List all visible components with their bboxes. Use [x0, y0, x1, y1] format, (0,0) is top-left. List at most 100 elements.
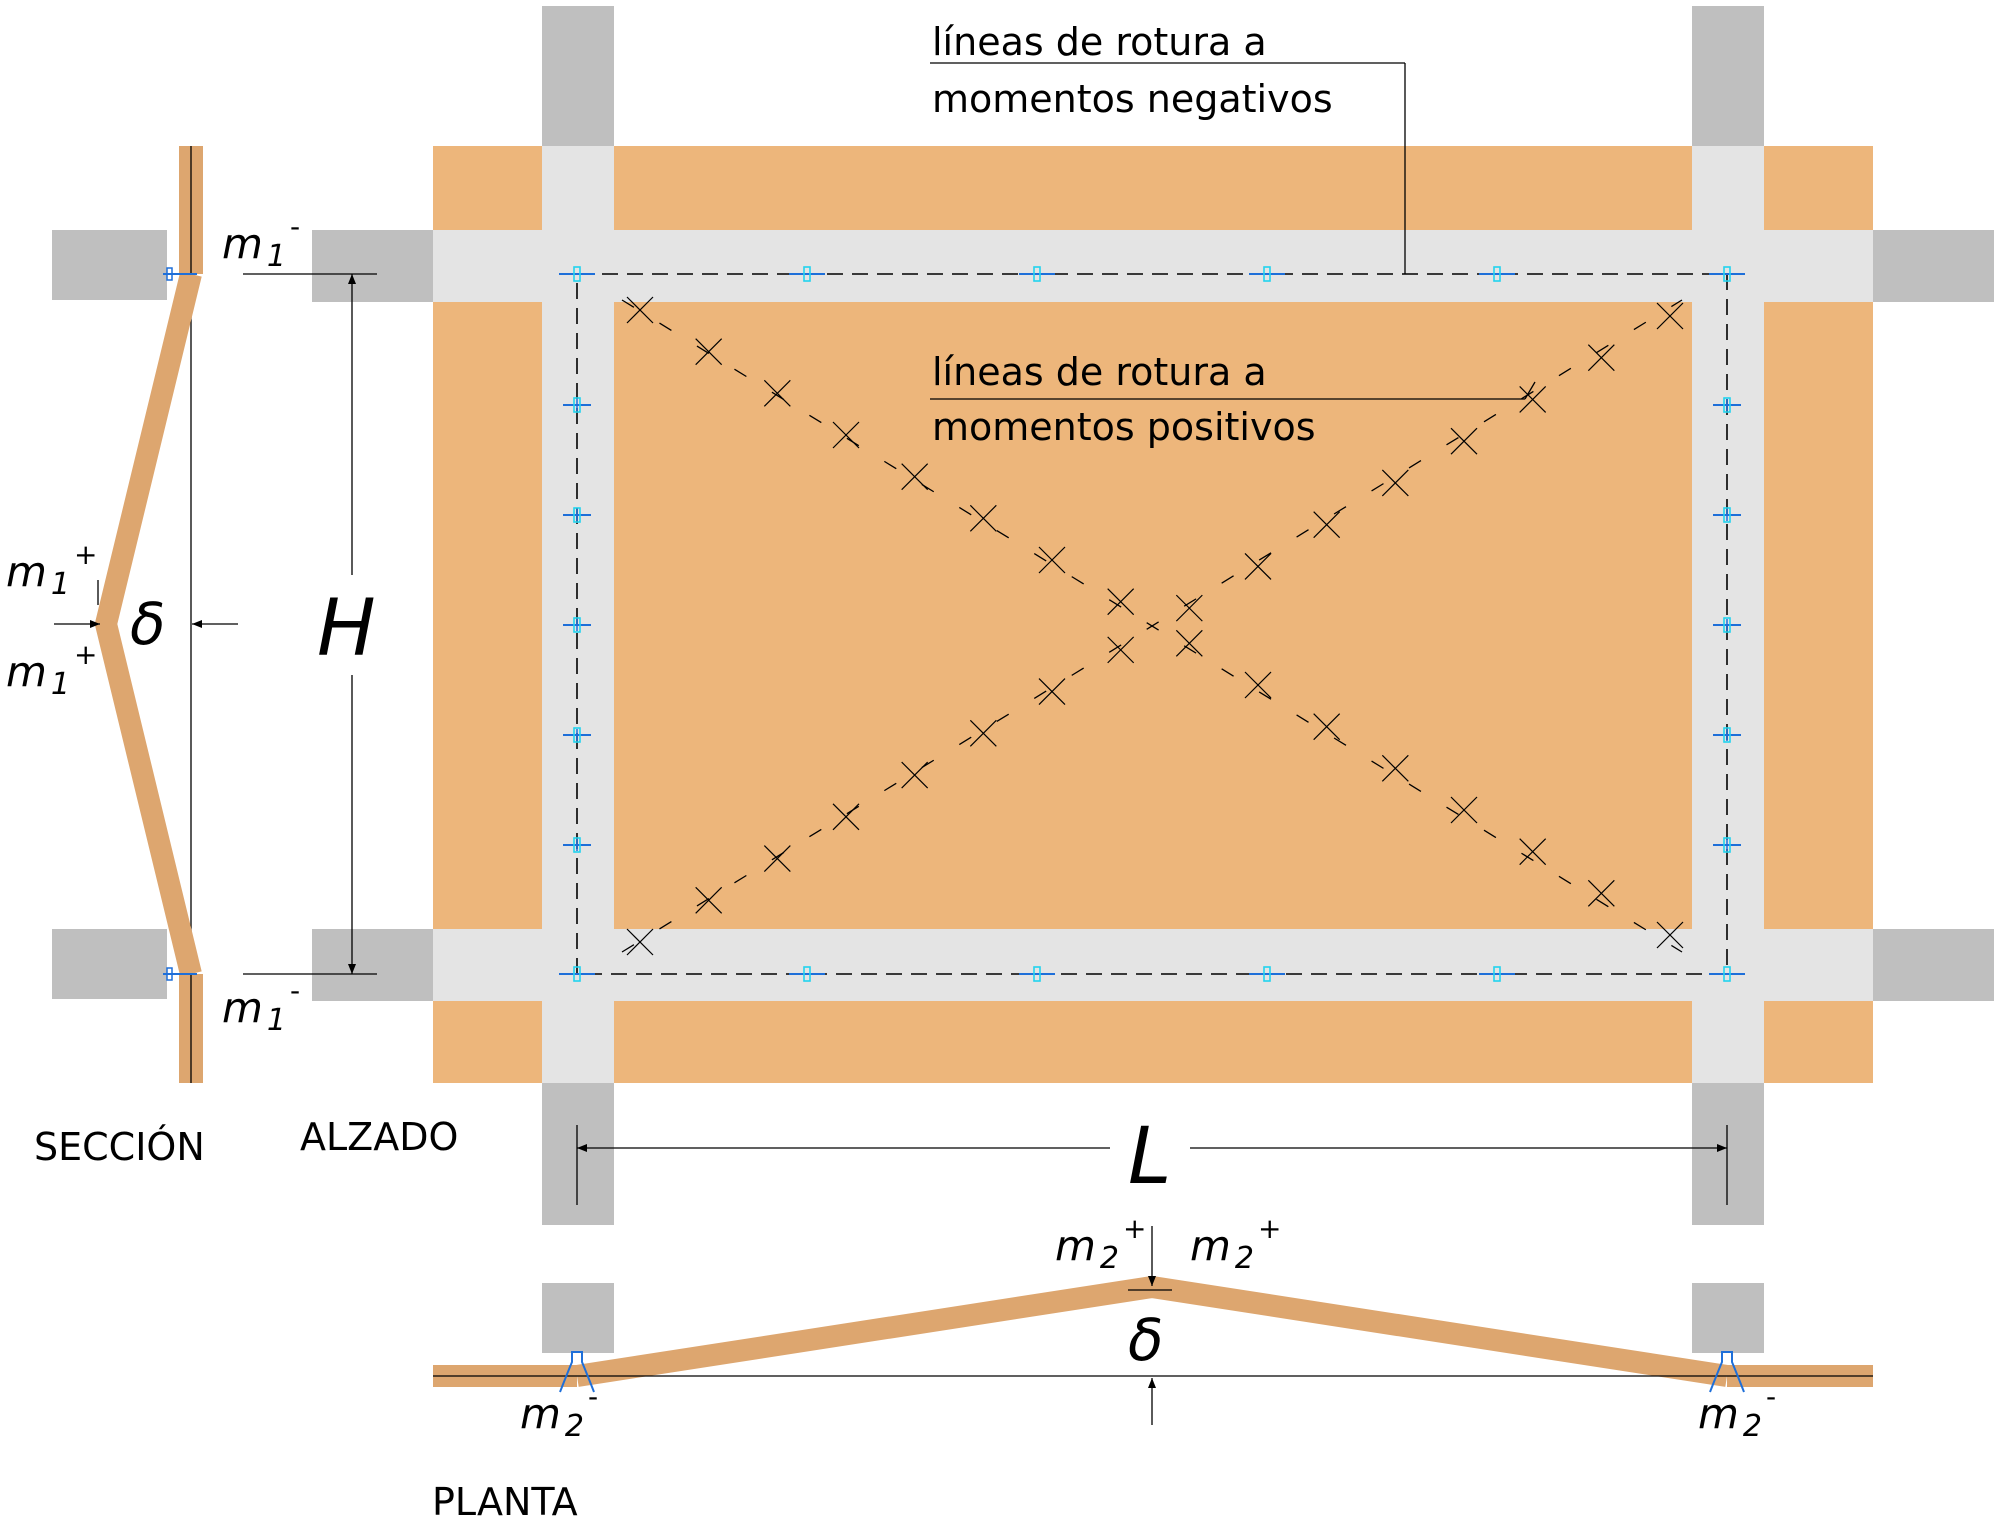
annotation-negative-line-1: líneas de rotura a — [932, 20, 1267, 64]
hinge-marker — [1713, 397, 1741, 413]
yield-line-cross — [1107, 588, 1135, 616]
yield-line-cross — [901, 761, 929, 789]
length-label: L — [1128, 1112, 1171, 1202]
hinge-marker — [1709, 966, 1745, 982]
section-hinge-top — [163, 267, 197, 281]
elevation-view: líneas de rotura a momentos negativos lí… — [243, 6, 1994, 1225]
hinge-marker — [563, 617, 591, 633]
yield-line-cross — [1450, 427, 1478, 455]
yield-line-cross — [1313, 511, 1341, 539]
beam-band-left — [542, 146, 614, 1083]
yield-line-cross — [763, 845, 791, 872]
view-title-section: SECCIÓN — [34, 1125, 205, 1169]
hinge-marker — [1479, 266, 1515, 282]
yield-line-cross — [1587, 879, 1615, 907]
column-bottom-left — [542, 1083, 614, 1225]
section-column-bottom — [52, 929, 167, 999]
hinge-marker — [1713, 617, 1741, 633]
plan-hinge-left — [559, 1351, 595, 1393]
hinge-marker — [1709, 266, 1745, 282]
annotation-positive-line-2: momentos positivos — [932, 405, 1316, 449]
leader-positive-drop — [1524, 381, 1536, 400]
hinge-marker — [563, 727, 591, 743]
hinge-marker — [1249, 266, 1285, 282]
yield-line-cross — [695, 338, 723, 366]
yield-line-cross — [626, 296, 654, 324]
hinge-marker — [789, 266, 825, 282]
beam-band-right — [1692, 146, 1764, 1083]
yield-line-cross — [1175, 629, 1203, 657]
hinge-marker — [1019, 966, 1055, 982]
yield-line-cross — [969, 719, 997, 747]
slab-panel — [433, 146, 1873, 1083]
yield-line-cross — [695, 886, 723, 914]
column-right-lower — [1873, 929, 1994, 1001]
plan-deflection-label: δ — [1128, 1306, 1164, 1374]
yield-line-cross — [1587, 344, 1615, 372]
hinge-marker — [789, 966, 825, 982]
yield-line-cross — [1313, 713, 1341, 741]
beam-band-bottom — [433, 929, 1873, 1001]
yield-line-cross — [969, 504, 997, 532]
view-title-plan: PLANTA — [432, 1480, 578, 1523]
yield-line-cross — [901, 463, 929, 491]
hinge-marker — [1249, 966, 1285, 982]
yield-line-cross — [832, 421, 860, 449]
hinge-marker — [563, 837, 591, 853]
hinge-markers — [559, 266, 1745, 982]
yield-line-cross — [1038, 678, 1066, 706]
section-deflected-slab — [94, 271, 202, 977]
hinge-marker — [1019, 266, 1055, 282]
yield-line-cross — [1519, 838, 1547, 866]
yield-line-cross — [1519, 386, 1547, 413]
column-top-left — [542, 6, 614, 146]
annotation-negative-line-2: momentos negativos — [932, 77, 1333, 121]
yield-line-cross — [1038, 546, 1066, 574]
plan-hinge-right — [1709, 1351, 1745, 1393]
view-title-elevation: ALZADO — [300, 1115, 458, 1159]
yield-line-cross — [1381, 469, 1409, 497]
plan-deflected-slab — [575, 1275, 1729, 1387]
hinge-marker — [563, 397, 591, 413]
yield-line-cross — [1107, 636, 1135, 664]
hinge-marker — [1713, 727, 1741, 743]
section-hinge-bottom — [163, 967, 197, 981]
yield-line-cross — [1244, 552, 1272, 580]
hinge-marker — [559, 966, 595, 982]
yield-line-cross — [832, 803, 860, 831]
yield-line-cross — [1244, 671, 1272, 699]
hinge-marker — [559, 266, 595, 282]
yield-line-crosses — [626, 296, 1684, 956]
hinge-marker — [1479, 966, 1515, 982]
yield-line-cross — [1656, 302, 1684, 330]
yield-line-cross — [1175, 594, 1203, 622]
column-left-upper — [312, 230, 433, 302]
yield-line-cross — [626, 928, 654, 956]
hinge-marker — [1713, 507, 1741, 523]
hinge-marker — [563, 507, 591, 523]
annotation-positive-line-1: líneas de rotura a — [932, 350, 1267, 394]
column-bottom-right — [1692, 1083, 1764, 1225]
column-right-upper — [1873, 230, 1994, 302]
yield-line-cross — [1450, 796, 1478, 824]
section-deflection-label: δ — [130, 590, 166, 658]
plan-column-right — [1692, 1283, 1764, 1353]
column-left-lower — [312, 929, 433, 1001]
yield-line-cross — [1656, 921, 1684, 949]
column-top-right — [1692, 6, 1764, 146]
beam-band-top — [433, 230, 1873, 302]
height-label: H — [317, 584, 376, 674]
plan-column-left — [542, 1283, 614, 1353]
positive-yield-line-diagonal-2 — [621, 299, 1683, 953]
